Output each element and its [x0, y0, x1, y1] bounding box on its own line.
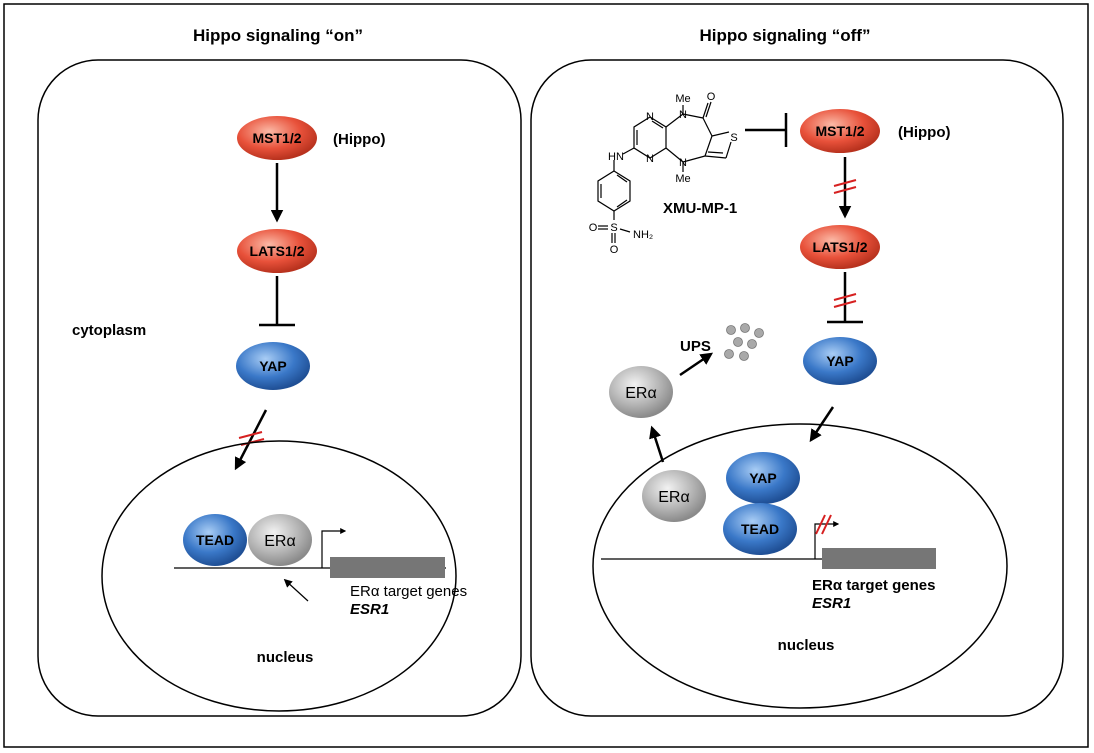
atom-nh2: NH₂: [633, 229, 653, 241]
right-mst-node: [800, 109, 880, 153]
right-era-nuc-node: [642, 470, 706, 522]
left-yap-label: YAP: [259, 358, 287, 374]
left-tead-label: TEAD: [196, 532, 234, 548]
left-tead-node: [183, 514, 247, 566]
right-promoter-block-1: [815, 514, 826, 535]
right-yap-node: [803, 337, 877, 385]
degradation-fragments: [724, 323, 764, 361]
atom-n-ring1: N: [646, 111, 654, 123]
left-block-mark-1: [238, 431, 263, 439]
left-era-node: [248, 514, 312, 566]
atom-oxygen: O: [707, 91, 716, 103]
left-esr1-pointer-arrow: [283, 578, 309, 602]
left-cell-membrane: [37, 59, 522, 717]
right-yap-to-nucleus-arrow: [809, 406, 835, 443]
ups-label: UPS: [680, 338, 711, 355]
right-nucleus: [592, 423, 1008, 709]
right-hippo-label: (Hippo): [898, 124, 950, 141]
atom-me-bottom: Me: [675, 173, 690, 185]
right-block-mark-2: [833, 186, 857, 194]
right-tead-node: [723, 503, 797, 555]
right-era-cyto-node: [609, 366, 673, 418]
left-esr1-label: ESR1: [350, 601, 389, 618]
right-tead-label: TEAD: [741, 521, 779, 537]
right-mst-label: MST1/2: [815, 123, 864, 139]
left-nucleus: [101, 440, 457, 712]
left-mst-node: [237, 116, 317, 160]
atom-n-top: N: [679, 109, 687, 121]
inhibitor-label: XMU-MP-1: [663, 200, 737, 217]
left-promoter-arrow: [321, 528, 347, 568]
right-yap-nuc-label: YAP: [749, 470, 777, 486]
figure-frame: [3, 3, 1089, 748]
atom-n-ring2: N: [646, 153, 654, 165]
atom-me-top: Me: [675, 93, 690, 105]
left-target-genes-label: ERα target genes: [350, 583, 467, 600]
left-hippo-label: (Hippo): [333, 131, 385, 148]
atom-o-bottom: O: [610, 244, 619, 256]
right-panel: Hippo signaling “off”: [530, 26, 1064, 717]
left-lats-label: LATS1/2: [250, 243, 305, 259]
right-cell-membrane: [530, 59, 1064, 717]
right-block-mark-4: [833, 300, 857, 308]
xmu-mp-1-structure: Me O N N N N Me S HN S O O NH₂: [589, 91, 738, 256]
left-panel-title: Hippo signaling “on”: [193, 26, 363, 45]
left-mst-label: MST1/2: [252, 130, 301, 146]
right-yap-label: YAP: [826, 353, 854, 369]
left-lats-node: [237, 229, 317, 273]
right-gene-box: [822, 548, 936, 569]
atom-n-bottom: N: [679, 157, 687, 169]
era-to-ups-arrow: [679, 352, 714, 377]
era-export-arrow: [649, 425, 665, 463]
atom-hn: HN: [608, 151, 624, 163]
left-yap-to-nucleus-arrow: [234, 409, 268, 471]
right-lats-label: LATS1/2: [813, 239, 868, 255]
cytoplasm-label: cytoplasm: [72, 322, 146, 339]
right-target-genes-label: ERα target genes: [812, 577, 935, 594]
right-panel-title: Hippo signaling “off”: [700, 26, 871, 45]
left-gene-box: [330, 557, 445, 578]
left-nucleus-label: nucleus: [257, 649, 314, 666]
right-block-mark-1: [833, 179, 857, 187]
right-era-cyto-label: ERα: [625, 385, 656, 402]
right-nucleus-label: nucleus: [778, 637, 835, 654]
left-panel: Hippo signaling “on” MST1/2 (Hippo) LATS…: [37, 26, 522, 717]
atom-o-left: O: [589, 222, 598, 234]
right-lats-node: [800, 225, 880, 269]
atom-sulfonyl-s: S: [610, 222, 617, 234]
right-promoter-block-2: [821, 514, 832, 535]
right-era-nuc-label: ERα: [658, 489, 689, 506]
right-yap-nuc-node: [726, 452, 800, 504]
left-era-label: ERα: [264, 533, 295, 550]
left-yap-node: [236, 342, 310, 390]
right-block-mark-3: [833, 293, 857, 301]
right-esr1-label: ESR1: [812, 595, 851, 612]
atom-sulfur-ring: S: [730, 132, 737, 144]
right-promoter-arrow: [814, 521, 840, 559]
